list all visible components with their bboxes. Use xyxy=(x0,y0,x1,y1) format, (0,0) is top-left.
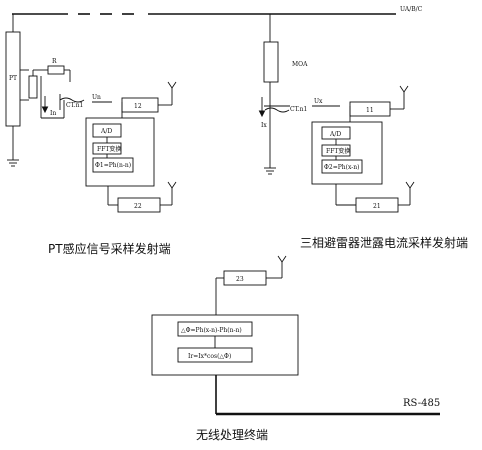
resistor-r xyxy=(47,65,65,75)
moa-label: MOA xyxy=(292,61,308,68)
terminal-processor-box xyxy=(151,314,299,376)
terminal-caption: 无线处理终端 xyxy=(196,427,268,442)
left-processor-box xyxy=(85,117,155,187)
right-current-label: Ix xyxy=(261,122,267,129)
terminal-box-label: 23 xyxy=(236,276,244,283)
antenna-icon xyxy=(405,181,415,189)
antenna-icon xyxy=(167,81,177,89)
right-phase-box xyxy=(321,159,363,174)
moa-unit xyxy=(263,14,290,175)
current-arrow-icon xyxy=(41,96,49,114)
moa-arrester xyxy=(263,41,279,83)
left-current-label: In xyxy=(50,110,56,117)
antenna-icon xyxy=(277,255,287,263)
left-caption: PT感应信号采样发射端 xyxy=(48,241,171,256)
left-voltage-label: Un xyxy=(92,94,101,101)
left-tx-label: 12 xyxy=(134,103,142,110)
left-fft-label: FFT变换 xyxy=(97,145,121,153)
bus-label: UA/B/C xyxy=(400,6,423,13)
right-caption: 三相避雷器泄露电流采样发射端 xyxy=(300,235,468,250)
terminal-box-23 xyxy=(223,270,267,286)
left-phase-box xyxy=(92,157,134,173)
left-ad-label: A/D xyxy=(100,128,112,135)
antenna-icon xyxy=(167,181,177,189)
pt-unit xyxy=(5,14,85,167)
right-processor-box xyxy=(311,121,383,185)
antenna-icon xyxy=(399,85,409,93)
left-processor xyxy=(85,81,177,213)
right-voltage-label: Ux xyxy=(314,98,323,105)
left-ct-label: CT.n1 xyxy=(66,102,83,109)
pt-secondary-coil xyxy=(28,75,38,99)
right-rx-label: 21 xyxy=(373,203,381,210)
right-processor xyxy=(311,85,415,213)
resistor-label: R xyxy=(52,58,57,65)
right-ad-label: A/D xyxy=(329,131,341,138)
right-phase-label: Φ2=Ph(x-n) xyxy=(324,164,360,171)
current-arrow-icon xyxy=(258,97,266,118)
right-fft-label: FFT变换 xyxy=(326,147,350,155)
delta-phase-label: △Φ=Ph(x-n)-Ph(n-n) xyxy=(181,327,242,334)
ir-calc-label: Ir=Ix*cos(△Φ) xyxy=(188,353,231,360)
left-rx-label: 22 xyxy=(134,203,142,210)
terminal-unit xyxy=(151,255,440,416)
right-tx-label: 11 xyxy=(366,107,374,114)
pt-label: PT xyxy=(9,75,17,82)
rs485-label: RS-485 xyxy=(403,398,440,409)
right-ct-label: CT.n1 xyxy=(290,106,307,113)
left-phase-label: Φ1=Ph(n-n) xyxy=(95,162,131,169)
